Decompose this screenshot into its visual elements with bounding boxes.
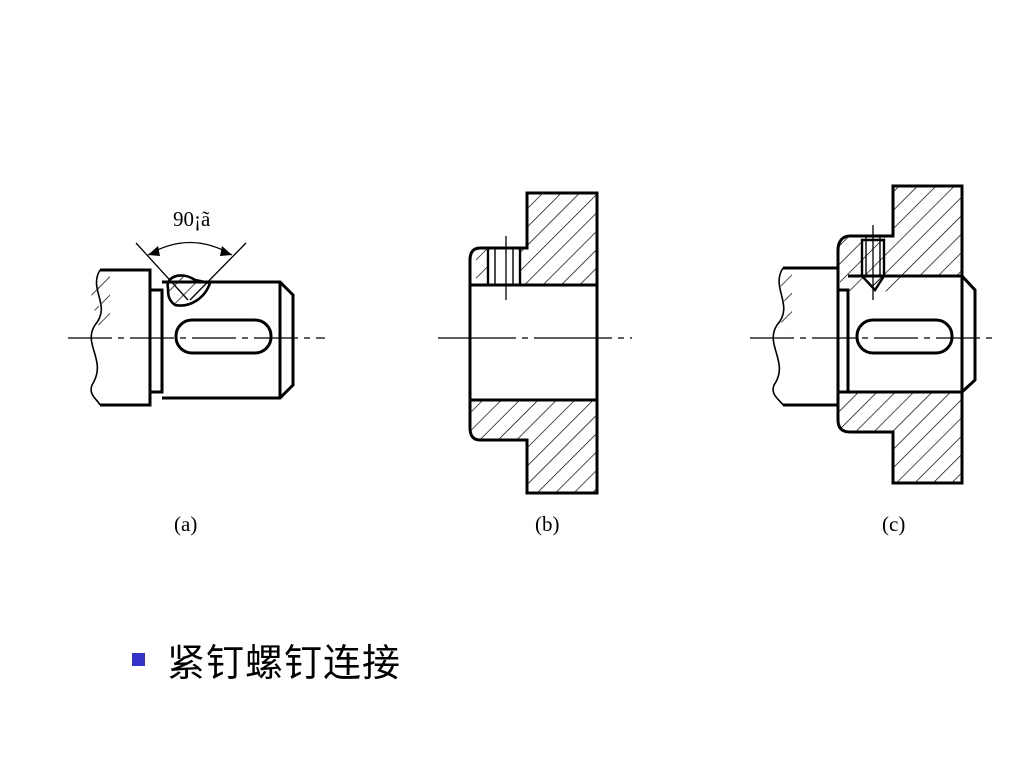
caption-c: (c) (882, 512, 906, 536)
figure-b (438, 191, 632, 495)
shaft-a-hatch (97, 272, 110, 330)
angle-line-right (189, 242, 247, 301)
hub-c-bottom-hatch (838, 392, 962, 483)
shaft-c-hatch (778, 268, 792, 330)
hub-b-top-hatch2 (476, 248, 488, 285)
hub-c-outline (836, 184, 964, 485)
angle-line-left (135, 242, 189, 301)
shaft-a-groove (150, 288, 164, 394)
shaft-c-body (848, 274, 977, 394)
shaft-a-break (90, 269, 102, 406)
angle-label: 90¡ã (173, 207, 211, 231)
caption-a: (a) (174, 512, 198, 536)
hub-b-bottom-hatch (470, 400, 597, 493)
bullet-text: 紧钉螺钉连接 (167, 641, 402, 685)
keyway-c (855, 318, 954, 355)
caption-b: (b) (535, 512, 560, 536)
bullet-item: 紧钉螺钉连接 (132, 632, 401, 687)
angle-arc (147, 241, 233, 256)
hub-b-outline (468, 191, 599, 495)
shaft-a-body (162, 280, 295, 400)
setscrew-a (166, 274, 212, 307)
figure-c (750, 184, 995, 485)
shaft-c-left (783, 266, 838, 407)
keyway-a (174, 318, 273, 355)
shaft-c-groove (838, 288, 850, 394)
figure-a (68, 241, 325, 407)
square-bullet-icon (132, 653, 145, 666)
hub-b-top-hatch (520, 193, 597, 285)
shaft-c-break (772, 267, 785, 406)
